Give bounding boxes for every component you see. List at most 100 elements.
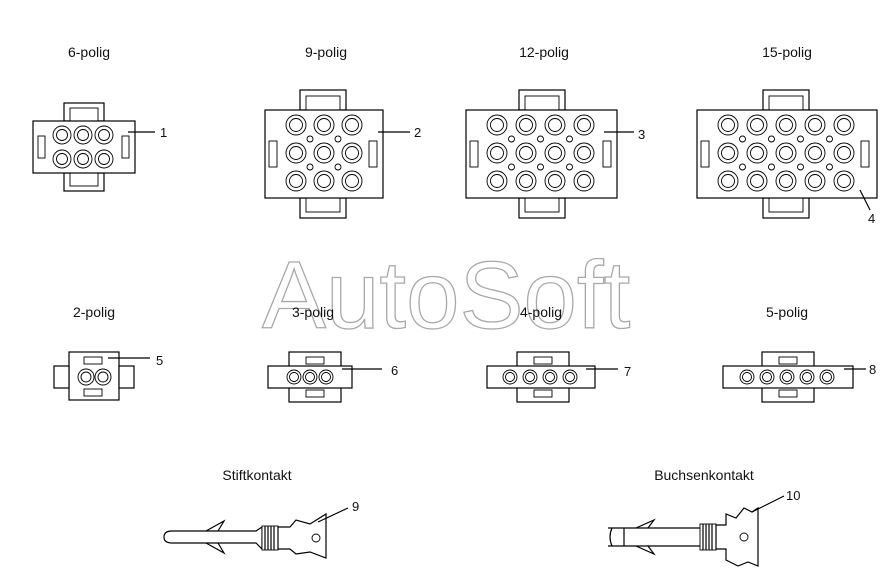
pin-cavity-inner [721, 118, 735, 132]
watermark: AutoSoft [262, 242, 630, 349]
label-9-polig: 9-polig [305, 44, 347, 60]
callout-6: 6 [391, 363, 398, 378]
pin-cavity-inner [808, 118, 822, 132]
pin-cavity-inner [519, 146, 533, 160]
callout-1: 1 [160, 125, 167, 140]
callout-3: 3 [638, 127, 645, 142]
key-dot [826, 163, 833, 171]
pin-cavity-inner [345, 174, 359, 188]
pin-cavity-inner [98, 153, 110, 165]
pin-cavity-inner [548, 174, 562, 188]
label-6-polig: 6-polig [68, 44, 110, 60]
socket-contact [608, 495, 785, 567]
pin-contact [163, 507, 349, 559]
pin-cavity-inner [750, 146, 764, 160]
pin-cavity-inner [345, 146, 359, 160]
connector-2-polig [53, 351, 150, 401]
key-dot [306, 135, 314, 143]
key-dot [739, 163, 746, 171]
pin-cavity-inner [77, 129, 89, 141]
label-12-polig: 12-polig [519, 44, 569, 60]
pin-cavity-inner [525, 372, 535, 382]
callout-8: 8 [869, 362, 876, 377]
pin-cavity-inner [97, 371, 109, 383]
pin-cavity-inner [490, 118, 504, 132]
key-dot [537, 163, 544, 171]
key-dot [826, 135, 833, 143]
key-dot [797, 135, 804, 143]
pin-cavity-inner [77, 153, 89, 165]
label-5-polig: 5-polig [766, 304, 808, 320]
pin-cavity-inner [345, 118, 359, 132]
pin-cavity-inner [565, 372, 575, 382]
key-dot [739, 135, 746, 143]
connector-3-polig [267, 351, 382, 403]
pin-cavity-inner [779, 174, 793, 188]
pin-cavity-inner [56, 129, 68, 141]
pin-cavity-inner [779, 146, 793, 160]
key-dot [768, 163, 775, 171]
pin-cavity-inner [519, 174, 533, 188]
pin-cavity-inner [802, 372, 812, 382]
pin-cavity-inner [548, 146, 562, 160]
connector-4-polig [486, 351, 618, 403]
pin-cavity-inner [289, 146, 303, 160]
pin-cavity-inner [289, 372, 299, 382]
key-dot [508, 135, 515, 143]
label-4-polig: 4-polig [520, 304, 562, 320]
key-dot [537, 135, 544, 143]
pin-cavity-inner [762, 372, 772, 382]
pin-cavity-inner [490, 146, 504, 160]
pin-cavity-inner [317, 174, 331, 188]
pin-cavity-inner [289, 118, 303, 132]
pin-cavity-inner [490, 174, 504, 188]
pin-cavity-inner [721, 146, 735, 160]
key-dot [797, 163, 804, 171]
pin-cavity-inner [750, 118, 764, 132]
callout-10: 10 [786, 488, 800, 503]
pin-cavity-inner [289, 174, 303, 188]
pin-cavity-inner [80, 371, 92, 383]
connector-6-polig [32, 102, 155, 192]
pin-cavity-inner [519, 118, 533, 132]
pin-cavity-inner [56, 153, 68, 165]
label-3-polig: 3-polig [292, 304, 334, 320]
pin-cavity-inner [837, 146, 851, 160]
callout-2: 2 [414, 125, 421, 140]
pin-cavity-inner [721, 174, 735, 188]
pin-cavity-inner [317, 118, 331, 132]
key-dot [334, 163, 342, 171]
key-dot [768, 135, 775, 143]
connector-5-polig [722, 351, 866, 403]
key-dot [334, 135, 342, 143]
pin-cavity-inner [808, 174, 822, 188]
pin-cavity-inner [317, 146, 331, 160]
label-15-polig: 15-polig [762, 44, 812, 60]
pin-cavity-inner [837, 174, 851, 188]
key-dot [508, 163, 515, 171]
pin-cavity-inner [305, 372, 315, 382]
connector-12-polig [465, 89, 634, 219]
key-dot [566, 163, 573, 171]
pin-cavity-inner [782, 372, 792, 382]
pin-cavity-inner [577, 118, 591, 132]
pin-cavity-inner [779, 118, 793, 132]
label-2-polig: 2-polig [73, 304, 115, 320]
callout-7: 7 [624, 364, 631, 379]
pin-cavity-inner [837, 118, 851, 132]
callout-9: 9 [352, 499, 359, 514]
key-dot [306, 163, 314, 171]
key-dot [566, 135, 573, 143]
pin-cavity-inner [577, 174, 591, 188]
pin-cavity-inner [545, 372, 555, 382]
pin-cavity-inner [321, 372, 331, 382]
connector-9-polig [264, 89, 410, 219]
connector-15-polig [696, 89, 878, 219]
pin-cavity-inner [577, 146, 591, 160]
pin-cavity-inner [742, 372, 752, 382]
pin-cavity-inner [98, 129, 110, 141]
pin-cavity-inner [505, 372, 515, 382]
label-stiftkontakt: Stiftkontakt [222, 467, 291, 483]
pin-cavity-inner [822, 372, 832, 382]
